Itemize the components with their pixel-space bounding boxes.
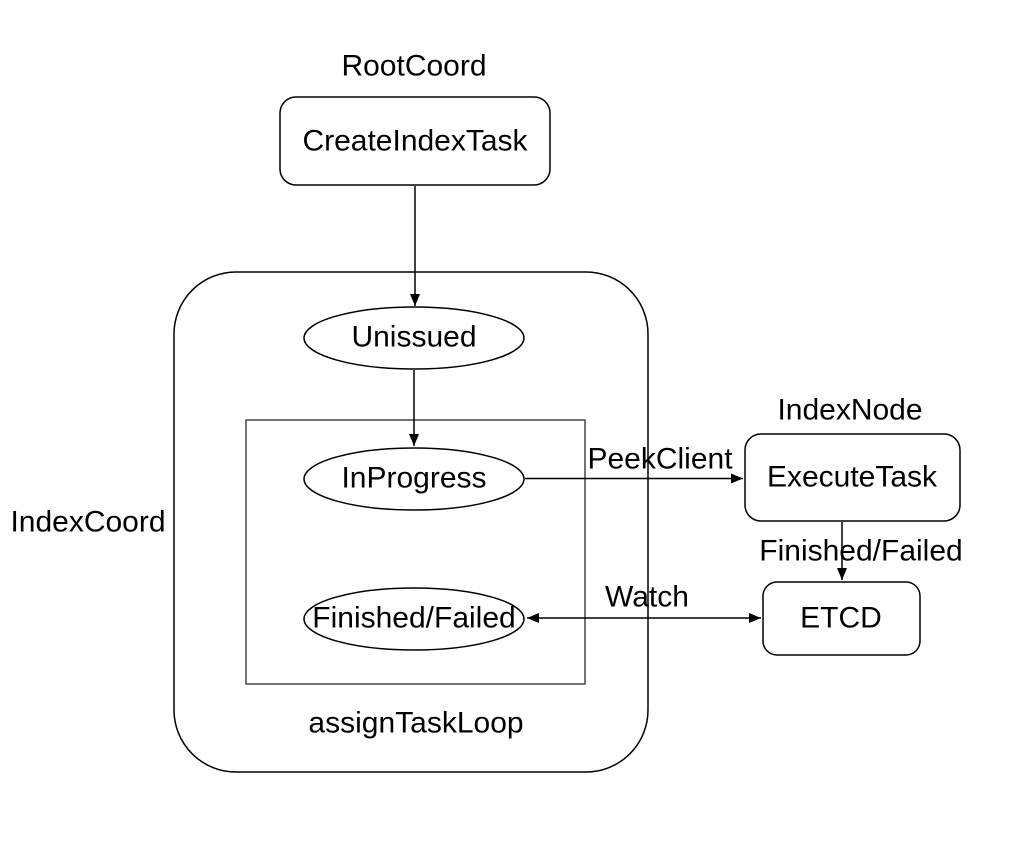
peekclient-edge-label: PeekClient — [587, 443, 733, 476]
executetask-node — [744, 433, 961, 522]
etcd-label: ETCD — [800, 602, 882, 635]
indexnode-label: IndexNode — [777, 394, 922, 427]
indexcoord-container — [173, 271, 649, 773]
rootcoord-label: RootCoord — [341, 50, 486, 83]
finishedfailed-node — [303, 587, 525, 651]
createindextask-node — [279, 96, 551, 186]
unissued-node — [303, 306, 525, 370]
indexcoord-label: IndexCoord — [10, 506, 165, 539]
unissued-label: Unissued — [351, 321, 476, 354]
finishedfailed-label: Finished/Failed — [312, 602, 515, 635]
executetask-label: ExecuteTask — [767, 461, 938, 494]
watch-edge-label: Watch — [605, 581, 689, 614]
finishedfailed-edge-label: Finished/Failed — [759, 535, 962, 568]
assigntaskloop-label: assignTaskLoop — [308, 707, 523, 740]
inprogress-label: InProgress — [341, 462, 486, 495]
createindextask-label: CreateIndexTask — [302, 125, 528, 158]
assigntaskloop-box — [245, 419, 586, 685]
etcd-node — [762, 581, 921, 656]
inprogress-node — [303, 447, 525, 511]
